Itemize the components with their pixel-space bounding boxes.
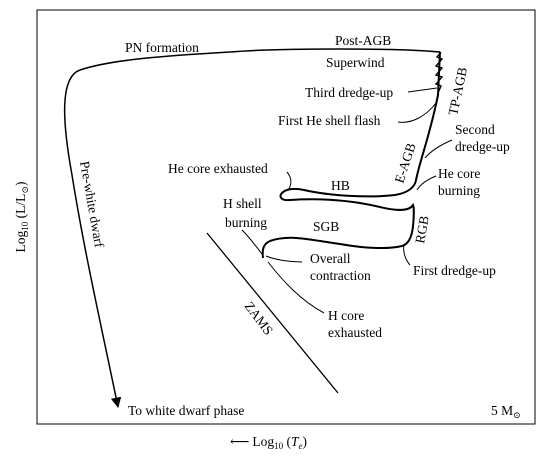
mass-value: 5 M bbox=[491, 403, 513, 418]
x-axis-open: ( bbox=[283, 434, 291, 449]
label-pre-white-dwarf: Pre-white dwarf bbox=[77, 160, 107, 249]
label-third-dredge-up: Third dredge-up bbox=[305, 85, 393, 100]
y-axis-sun-symbol: ⊙ bbox=[20, 186, 30, 194]
label-h-shell-burning-line2: burning bbox=[225, 215, 267, 230]
label-to-white-dwarf-phase: To white dwarf phase bbox=[128, 403, 244, 418]
label-first-dredge-up: First dredge-up bbox=[413, 263, 496, 278]
label-he-core-burning-line1: He core bbox=[438, 166, 480, 181]
leader-he-core-exhausted bbox=[286, 171, 292, 191]
label-second-dredge-up-line2: dredge-up bbox=[455, 139, 510, 154]
plot-frame bbox=[36, 9, 536, 425]
x-axis-arrow: ⟵ bbox=[230, 434, 249, 449]
label-h-core-exhausted-line1: H core bbox=[328, 308, 364, 323]
x-axis-label: ⟵Log10 (Te) bbox=[230, 434, 307, 451]
label-second-dredge-up-line1: Second bbox=[455, 122, 495, 137]
x-axis-varsub: e bbox=[299, 441, 303, 451]
label-he-core-exhausted: He core exhausted bbox=[168, 161, 268, 176]
leader-h-shell-burning bbox=[241, 229, 263, 255]
leader-first-dredge-up bbox=[403, 244, 411, 266]
x-axis-close: ) bbox=[303, 434, 308, 449]
label-overall-contraction-line2: contraction bbox=[310, 268, 371, 283]
y-axis-prefix: Log bbox=[13, 230, 28, 252]
label-rgb: RGB bbox=[412, 215, 432, 245]
zams-line bbox=[206, 232, 339, 394]
mass-sun-symbol: ⊙ bbox=[513, 410, 521, 420]
leader-first-he-shell-flash bbox=[397, 102, 437, 123]
leader-second-dredge-up bbox=[424, 139, 453, 159]
mass-label: 5 M⊙ bbox=[491, 403, 521, 420]
label-he-core-burning-line2: burning bbox=[438, 183, 480, 198]
leader-h-core-exhausted bbox=[267, 261, 325, 314]
y-axis-main: (L/L bbox=[13, 194, 28, 222]
leader-overall-contraction bbox=[265, 255, 303, 263]
y-axis-label: Log10 (L/L⊙) bbox=[13, 182, 30, 253]
label-sgb: SGB bbox=[313, 219, 339, 234]
post-agb-track bbox=[63, 48, 441, 409]
y-axis-sub: 10 bbox=[20, 221, 30, 231]
x-axis-var: T bbox=[291, 434, 300, 449]
label-tp-agb: TP-AGB bbox=[445, 66, 470, 117]
label-zams: ZAMS bbox=[242, 299, 277, 338]
x-axis-prefix: Log bbox=[252, 434, 274, 449]
y-axis-close: ) bbox=[13, 182, 28, 187]
label-h-core-exhausted-line2: exhausted bbox=[328, 325, 382, 340]
thermal-pulses bbox=[434, 51, 444, 94]
label-h-shell-burning-line1: H shell bbox=[223, 196, 262, 211]
label-e-agb: E-AGB bbox=[392, 141, 419, 185]
label-pn-formation: PN formation bbox=[125, 40, 199, 55]
label-first-he-shell-flash: First He shell flash bbox=[278, 113, 381, 128]
leader-he-core-burning bbox=[416, 175, 437, 191]
x-axis-sub: 10 bbox=[274, 441, 284, 451]
label-hb: HB bbox=[331, 178, 350, 193]
label-post-agb: Post-AGB bbox=[335, 33, 391, 48]
label-overall-contraction-line1: Overall bbox=[310, 251, 351, 266]
leader-third-dredge-up bbox=[407, 87, 438, 93]
evolutionary-track bbox=[261, 51, 441, 259]
label-superwind: Superwind bbox=[326, 55, 385, 70]
